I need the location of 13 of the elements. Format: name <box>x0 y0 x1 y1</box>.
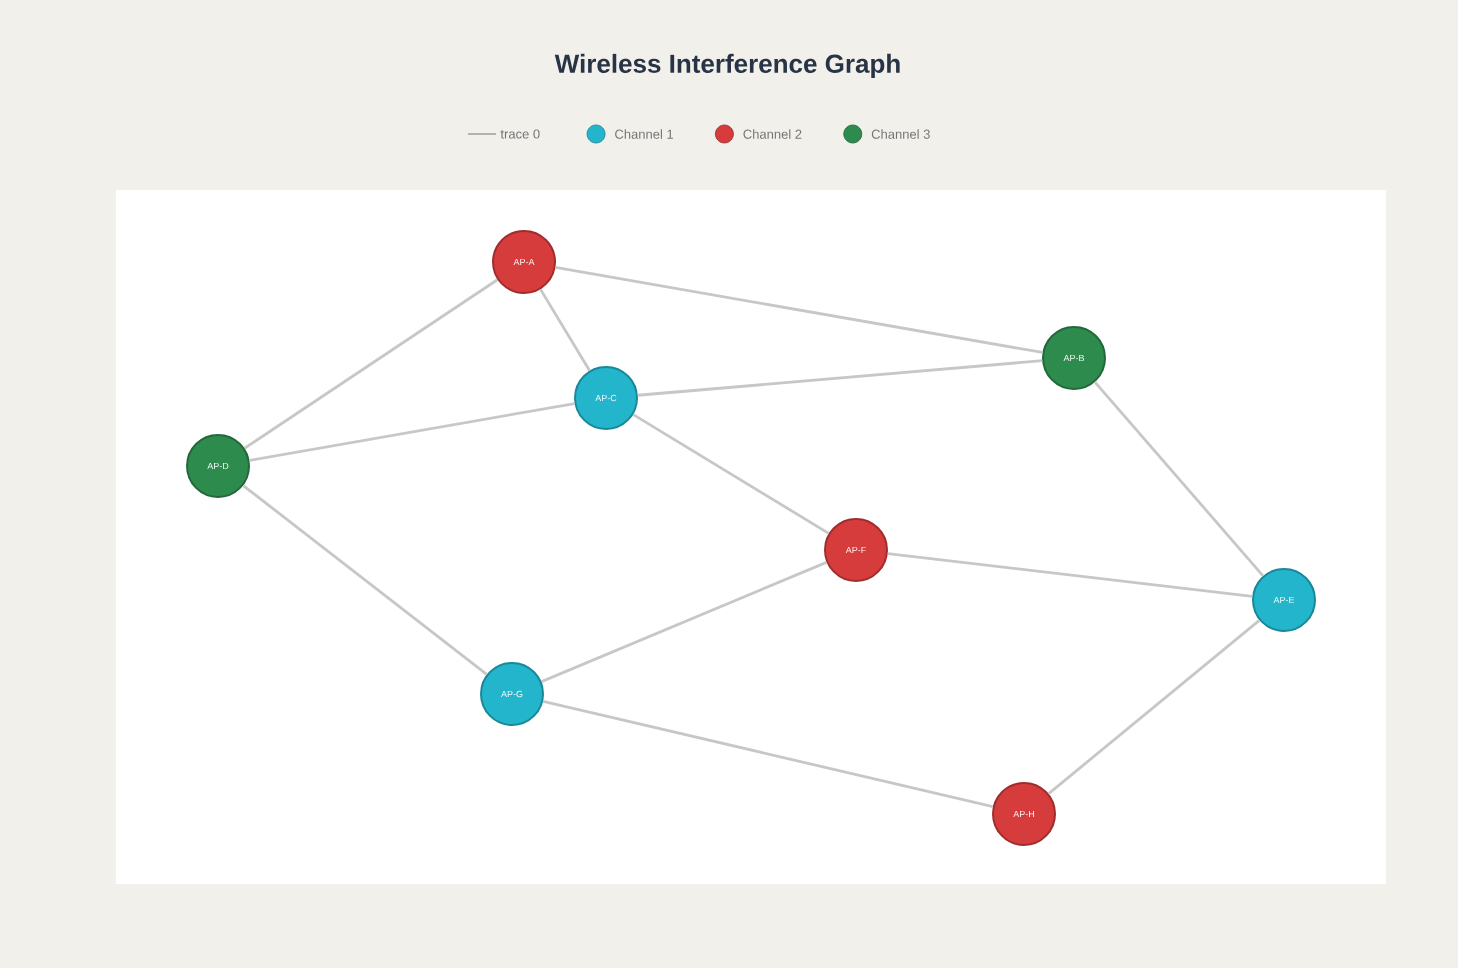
edge-line <box>249 402 575 462</box>
edge-line <box>539 288 591 372</box>
edge-line <box>542 699 994 809</box>
edge-line <box>637 359 1043 397</box>
edge-line <box>887 552 1253 598</box>
title: Wireless Interference Graph <box>554 53 900 79</box>
edge-line <box>540 561 828 683</box>
edge-line <box>242 484 488 676</box>
edge-line <box>632 413 830 535</box>
edge-line <box>555 266 1043 354</box>
edge-line <box>1093 381 1265 577</box>
edge-line <box>1047 619 1261 795</box>
edge-line <box>243 278 499 450</box>
